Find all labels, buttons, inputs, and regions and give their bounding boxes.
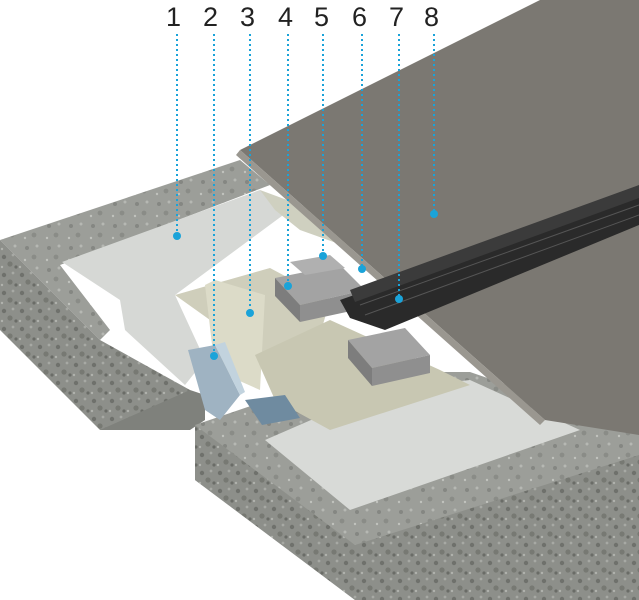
callout-5: 5 <box>314 2 330 32</box>
dot-7 <box>395 295 403 303</box>
left-concrete-slab <box>0 160 270 430</box>
callout-1: 1 <box>166 2 182 32</box>
dot-2 <box>210 352 218 360</box>
leader-lines <box>176 34 435 355</box>
callout-2: 2 <box>203 2 219 32</box>
left-screed-layer <box>62 190 290 385</box>
cover-plate <box>240 0 639 435</box>
dot-3 <box>246 309 254 317</box>
callout-6: 6 <box>352 2 368 32</box>
metal-strip <box>188 342 300 425</box>
dot-1 <box>173 232 181 240</box>
dot-4 <box>284 282 292 290</box>
rubber-profile <box>340 185 639 330</box>
callout-3: 3 <box>240 2 256 32</box>
support-blocks <box>275 255 430 386</box>
dot-5 <box>319 252 327 260</box>
callout-7: 7 <box>389 2 405 32</box>
leader-dots <box>173 210 438 360</box>
callout-4: 4 <box>278 2 294 32</box>
dot-6 <box>358 265 366 273</box>
callout-8: 8 <box>424 2 440 32</box>
dot-8 <box>430 210 438 218</box>
